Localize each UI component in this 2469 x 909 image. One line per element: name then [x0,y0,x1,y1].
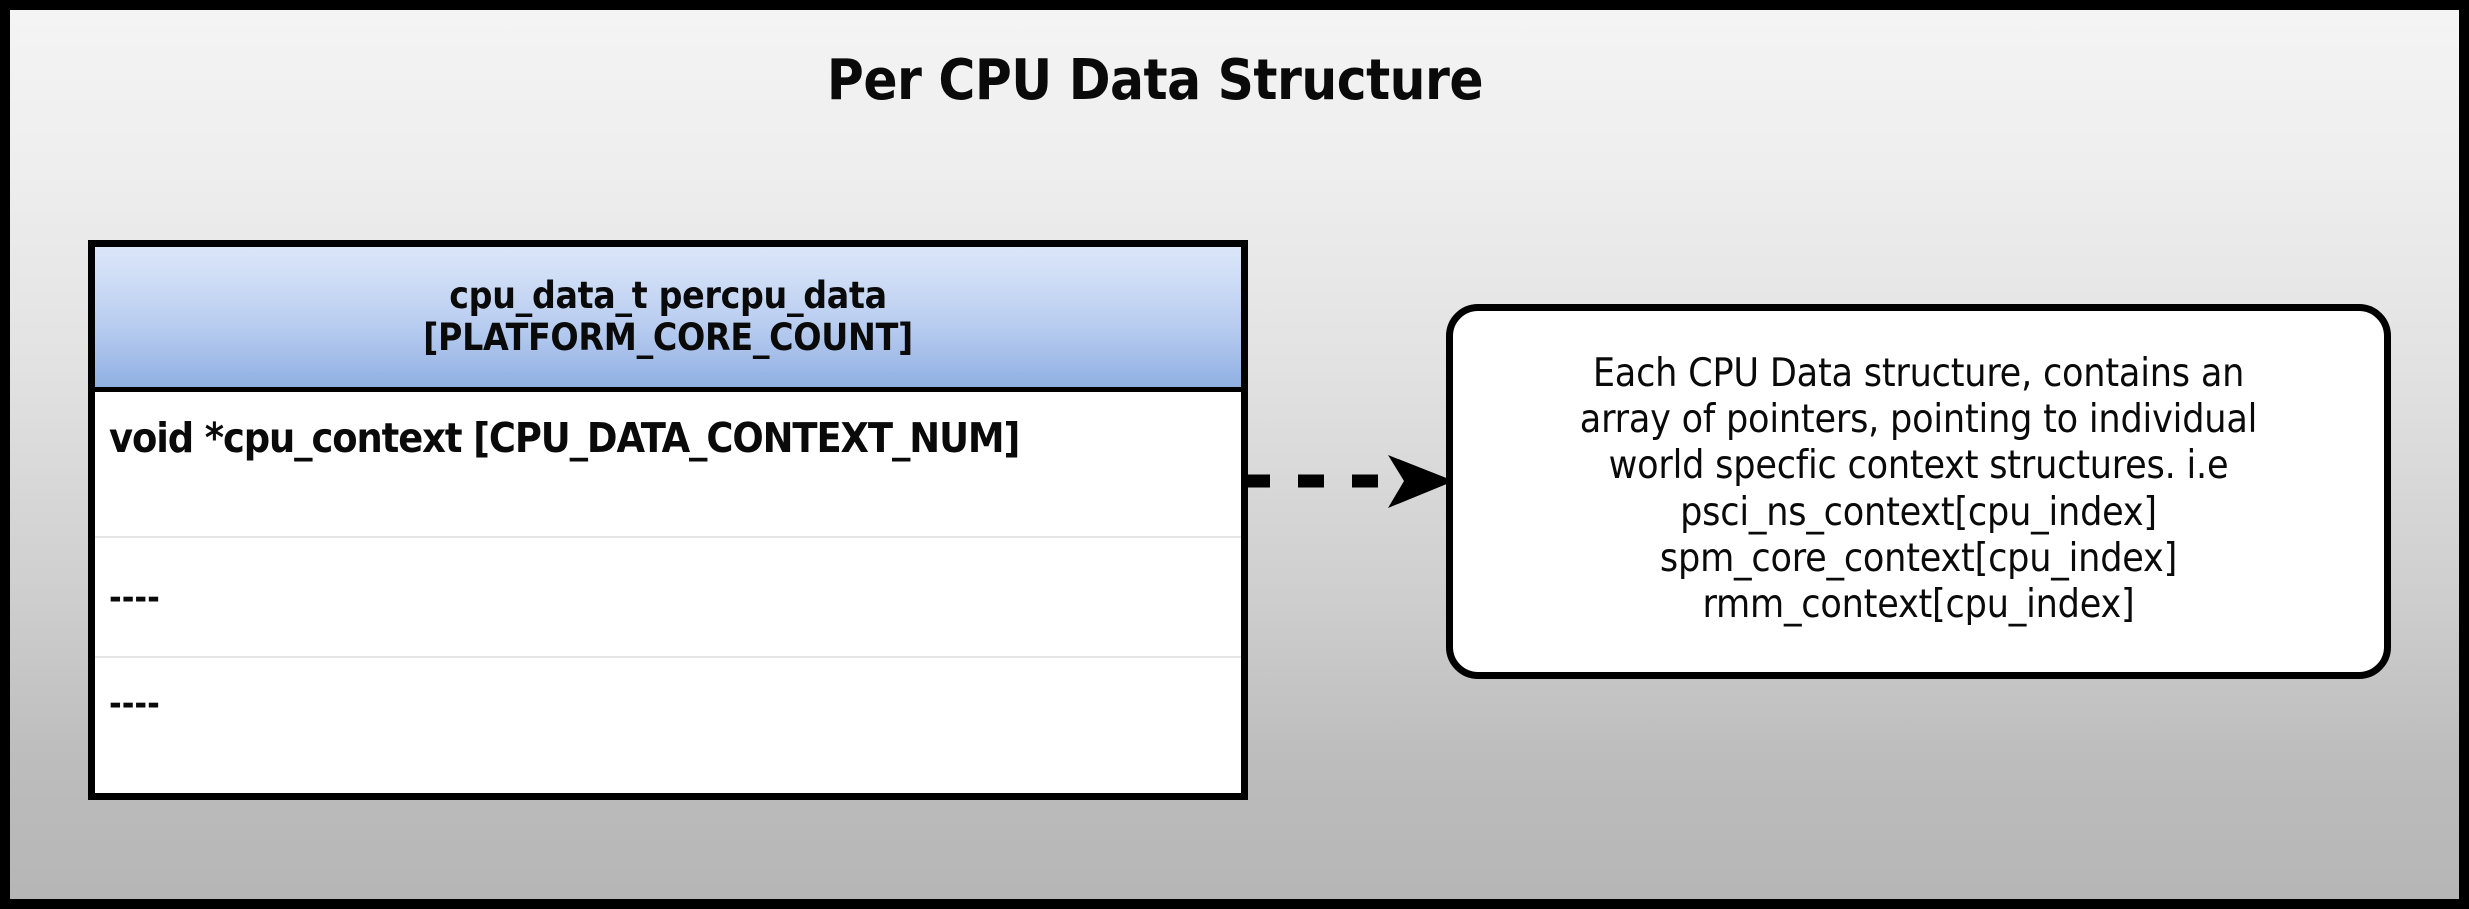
percpu-data-struct-table: cpu_data_t percpu_data [PLATFORM_CORE_CO… [88,240,1248,800]
callout-line: spm_core_context[cpu_index] [1659,535,2178,581]
struct-row-label-cpu-context: void *cpu_context [CPU_DATA_CONTEXT_NUM] [109,414,1020,462]
struct-header-line-1: cpu_data_t percpu_data [449,274,887,318]
callout-line: world specfic context structures. i.e [1608,443,2229,489]
struct-row-label-placeholder-2: ---- [109,684,160,724]
callout-line: array of pointers, pointing to individua… [1579,397,2258,443]
dashed-arrow-icon [1244,455,1454,508]
struct-table-row: ---- [95,536,1241,656]
callout-line: psci_ns_context[cpu_index] [1680,489,2157,535]
callout-note: Each CPU Data structure, contains an arr… [1446,304,2391,679]
struct-row-label-placeholder-1: ---- [109,578,160,618]
struct-table-row: void *cpu_context [CPU_DATA_CONTEXT_NUM] [95,392,1241,536]
struct-table-header: cpu_data_t percpu_data [PLATFORM_CORE_CO… [95,247,1241,392]
page-title: Per CPU Data Structure [826,48,1484,113]
struct-table-row: ---- [95,656,1241,794]
struct-header-line-2: [PLATFORM_CORE_COUNT] [423,316,913,359]
callout-line: rmm_context[cpu_index] [1702,581,2135,627]
callout-line: Each CPU Data structure, contains an [1592,351,2245,397]
